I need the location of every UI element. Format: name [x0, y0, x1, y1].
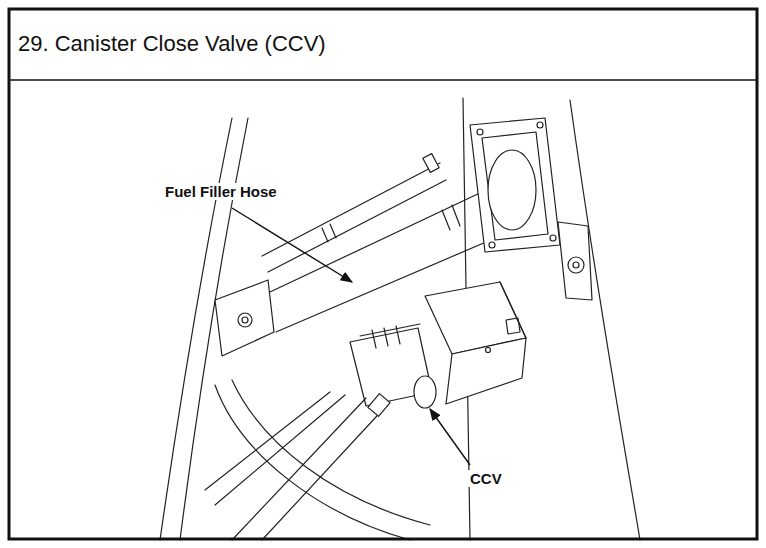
part-label: CCV	[468, 470, 504, 487]
figure-title: 29. Canister Close Valve (CCV)	[18, 31, 326, 56]
part-label: Fuel Filler Hose	[163, 183, 279, 200]
